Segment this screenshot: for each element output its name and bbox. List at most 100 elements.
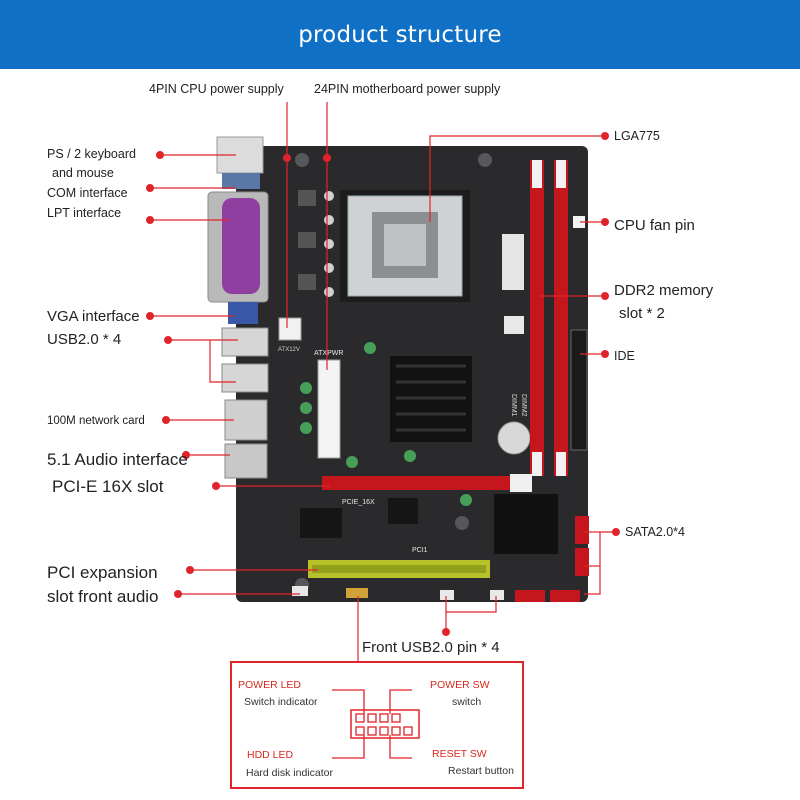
ram-latch [556, 452, 566, 476]
atx12v-print: ATX12V [278, 347, 300, 353]
ddr2-slot-2 [554, 160, 568, 476]
pcie-16x-slot [322, 476, 524, 490]
label-usb: USB2.0 * 4 [47, 331, 121, 348]
sata-port-2 [575, 548, 589, 576]
label-ddr2: DDR2 memory [614, 282, 714, 299]
dimm1-print: DIMM1 [510, 394, 517, 417]
ram-latch [556, 160, 566, 188]
ram-latch [532, 452, 542, 476]
dot [323, 154, 331, 162]
dot [186, 566, 194, 574]
capacitor [300, 402, 312, 414]
dot [182, 451, 190, 459]
dot [283, 154, 291, 162]
label-cpu-fan: CPU fan pin [614, 217, 695, 234]
label-lan: 100M network card [47, 415, 145, 427]
front-audio-header [292, 586, 308, 596]
capacitor [404, 450, 416, 462]
label-pci: PCI expansion [47, 563, 158, 582]
cmos-battery [497, 421, 531, 455]
pin-label-hdd-led: HDD LED [247, 749, 294, 761]
label-front-usb: Front USB2.0 pin * 4 [362, 639, 500, 656]
label-ddr2-line2: slot * 2 [619, 305, 665, 322]
pin [367, 726, 377, 736]
mount-hole [455, 516, 469, 530]
vrm-choke [298, 232, 316, 248]
capacitor [300, 422, 312, 434]
audio-jacks [224, 443, 268, 479]
label-com: COM interface [47, 186, 128, 200]
label-audio: 5.1 Audio interface [47, 450, 188, 469]
pin-desc-switch-indicator: Switch indicator [244, 696, 318, 708]
leader-power-sw [389, 689, 412, 714]
mount-hole [295, 153, 309, 167]
leader-hdd-led [332, 735, 365, 759]
atxpwr-print: ATXPWR [314, 350, 343, 357]
dot [601, 132, 609, 140]
callout-lines [150, 102, 616, 662]
serial-sticker [502, 234, 524, 290]
sata-port-1 [575, 516, 589, 544]
ddr2-slot-1 [530, 160, 544, 476]
label-vga: VGA interface [47, 308, 140, 325]
capacitor [460, 494, 472, 506]
ram-latch [532, 160, 542, 188]
dot [612, 528, 620, 536]
leader-reset-sw [389, 735, 412, 759]
dot [146, 312, 154, 320]
label-front-audio: slot front audio [47, 587, 159, 606]
pin [403, 726, 413, 736]
pin-label-power-sw: POWER SW [430, 679, 490, 691]
com-port [222, 173, 260, 189]
capacitor [324, 239, 334, 249]
label-24pin-power: 24PIN motherboard power supply [314, 82, 501, 96]
pin-label-reset-sw: RESET SW [432, 748, 487, 760]
pin [379, 726, 389, 736]
front-usb-header [440, 590, 454, 600]
dot [601, 350, 609, 358]
sata-port-4 [550, 590, 580, 602]
socket-center [384, 224, 426, 266]
vrm-choke [298, 274, 316, 290]
label-ps2-line2: and mouse [52, 166, 114, 180]
pin [391, 726, 401, 736]
capacitor [324, 263, 334, 273]
vga-port [228, 302, 258, 324]
front-panel-header [346, 588, 368, 598]
label-lga775: LGA775 [614, 129, 660, 143]
lpt-port [222, 198, 260, 294]
atx12v-connector [278, 317, 302, 341]
lan-port [224, 399, 268, 441]
pci-print: PCI1 [412, 547, 428, 554]
pin [355, 713, 365, 723]
pin [355, 726, 365, 736]
vrm-choke [298, 190, 316, 206]
pcie-latch [510, 474, 532, 492]
dot [146, 184, 154, 192]
callout-sata [584, 531, 616, 595]
front-panel-pinout: POWER LED Switch indicator POWER SW swit… [230, 661, 524, 789]
qr-label [504, 316, 524, 334]
pin-label-power-led: POWER LED [238, 679, 301, 691]
motherboard: ATX12V ATXPWR [207, 136, 589, 602]
header-bar: product structure [0, 0, 800, 69]
pin-desc-switch: switch [452, 696, 481, 708]
label-ide: IDE [614, 349, 635, 363]
pin [391, 713, 401, 723]
dot [601, 292, 609, 300]
pci-slot-inner [312, 565, 486, 573]
capacitor [324, 287, 334, 297]
dot [146, 216, 154, 224]
usb-port-upper [221, 327, 269, 357]
pinout-box [230, 661, 524, 789]
pin-header-outline [350, 709, 420, 739]
dot [212, 482, 220, 490]
capacitor [300, 382, 312, 394]
cpu-fan-header [573, 216, 585, 228]
pin [379, 713, 389, 723]
capacitor [346, 456, 358, 468]
pcie-print: PCIE_16X [342, 499, 375, 506]
mount-hole [478, 153, 492, 167]
ide-connector [570, 329, 588, 451]
dot [601, 218, 609, 226]
